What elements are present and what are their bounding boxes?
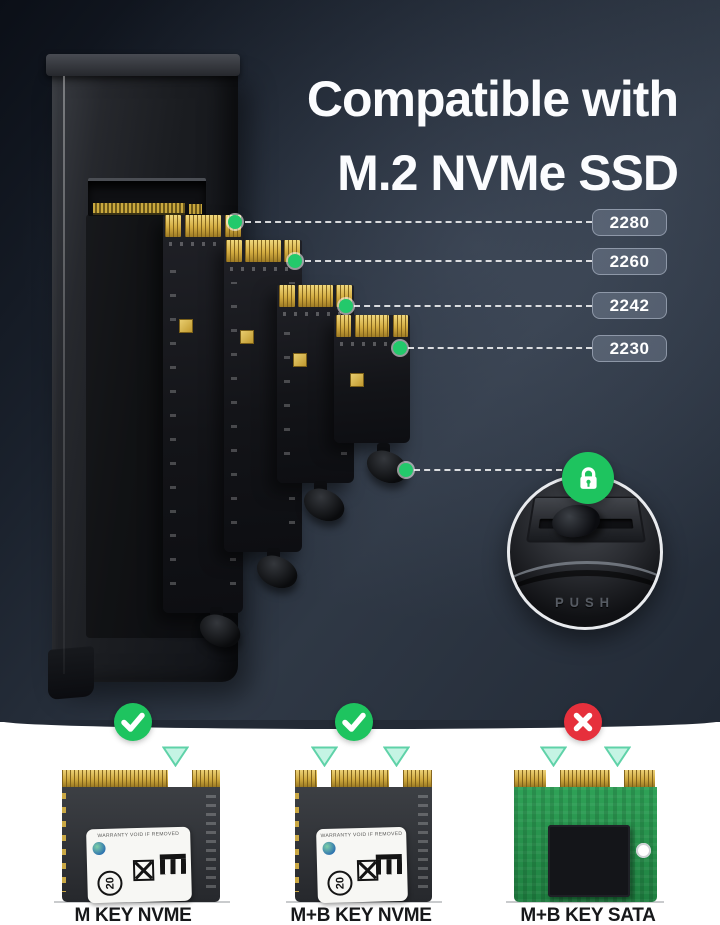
size-pill-2260: 2260	[592, 248, 667, 275]
nand-chip	[293, 353, 307, 367]
ssd-photo-m-key-nvme: WARRANTY VOID IF REMOVED 20	[62, 770, 220, 904]
callout-dot-2260	[288, 254, 302, 268]
nand-chip	[240, 330, 254, 344]
recycle-20-icon: 20	[327, 870, 353, 896]
nand-chip	[548, 825, 630, 897]
status-badge-compatible-2	[335, 703, 373, 741]
callout-dot-lock	[399, 463, 413, 477]
conformity-mark-icon	[376, 853, 403, 875]
size-pill-2280: 2280	[592, 209, 667, 236]
lock-mechanism-inset: PUSH	[507, 474, 663, 630]
title-line-2: M.2 NVMe SSD	[337, 145, 679, 201]
callout-line-2230	[408, 347, 592, 349]
cert-globe-icon	[92, 841, 106, 856]
card-label-m-b-key-sata: M+B KEY SATA	[520, 905, 656, 925]
nand-chip	[179, 319, 193, 333]
ssd-photo-m-b-key-sata	[514, 770, 657, 902]
notch-arrow-icon	[162, 746, 189, 767]
mounting-hole	[636, 843, 651, 858]
lock-badge	[562, 452, 614, 504]
nand-chip	[350, 373, 364, 387]
card-label-m-key-nvme: M KEY NVME	[74, 905, 192, 925]
m2-slot-pins-short	[189, 204, 202, 214]
status-badge-compatible-1	[114, 703, 152, 741]
status-badge-incompatible	[564, 703, 602, 741]
enclosure-edge-highlight	[63, 76, 65, 674]
recycle-20-icon: 20	[97, 870, 124, 897]
enclosure-top-cap	[46, 54, 240, 76]
check-icon	[121, 712, 145, 732]
edge-connector	[514, 770, 657, 787]
push-label: PUSH	[554, 595, 616, 610]
card-baseline	[286, 901, 442, 903]
edge-connector	[224, 240, 302, 262]
callout-line-2280	[245, 221, 592, 223]
notch-arrow-icon	[383, 746, 410, 767]
rubber-pull-tab	[303, 481, 347, 521]
crossed-bin-icon	[133, 859, 155, 882]
cross-icon	[573, 712, 593, 732]
callout-line-2242	[354, 305, 592, 307]
size-pill-2242: 2242	[592, 292, 667, 319]
crossed-bin-icon	[356, 859, 379, 882]
ssd-photo-m-b-key-nvme: WARRANTY VOID IF REMOVED 20	[295, 770, 432, 904]
callout-dot-2280	[228, 215, 242, 229]
rubber-pull-tab	[366, 443, 410, 483]
card-label-m-b-key-nvme: M+B KEY NVME	[290, 905, 432, 925]
conformity-mark-icon	[160, 853, 187, 875]
warranty-sticker: WARRANTY VOID IF REMOVED 20	[315, 826, 409, 904]
callout-line-lock	[414, 469, 562, 471]
card-baseline	[506, 901, 664, 903]
callout-line-2260	[305, 260, 592, 262]
card-baseline	[54, 901, 230, 903]
page-title: Compatible with M.2 NVMe SSD	[306, 62, 679, 210]
size-pill-2230: 2230	[592, 335, 667, 362]
cert-globe-icon	[322, 841, 336, 856]
notch-arrow-icon	[311, 746, 338, 767]
rubber-pull-tab	[256, 548, 300, 588]
notch-arrow-icon	[540, 746, 567, 767]
edge-connector	[62, 770, 220, 787]
lock-icon	[579, 466, 597, 489]
m2-slot-pins	[93, 203, 185, 215]
hero-dark-section: Compatible with M.2 NVMe SSD	[0, 0, 720, 722]
enclosure-foot	[48, 645, 94, 701]
edge-connector	[295, 770, 432, 787]
callout-dot-2242	[339, 299, 353, 313]
rubber-pull-tab	[199, 607, 243, 647]
warranty-sticker: WARRANTY VOID IF REMOVED 20	[86, 826, 193, 904]
callout-dot-2230	[393, 341, 407, 355]
title-line-1: Compatible with	[306, 71, 679, 127]
ssd-card-2230	[334, 315, 410, 460]
edge-connector	[334, 315, 410, 337]
notch-arrow-icon	[604, 746, 631, 767]
check-icon	[342, 712, 366, 732]
